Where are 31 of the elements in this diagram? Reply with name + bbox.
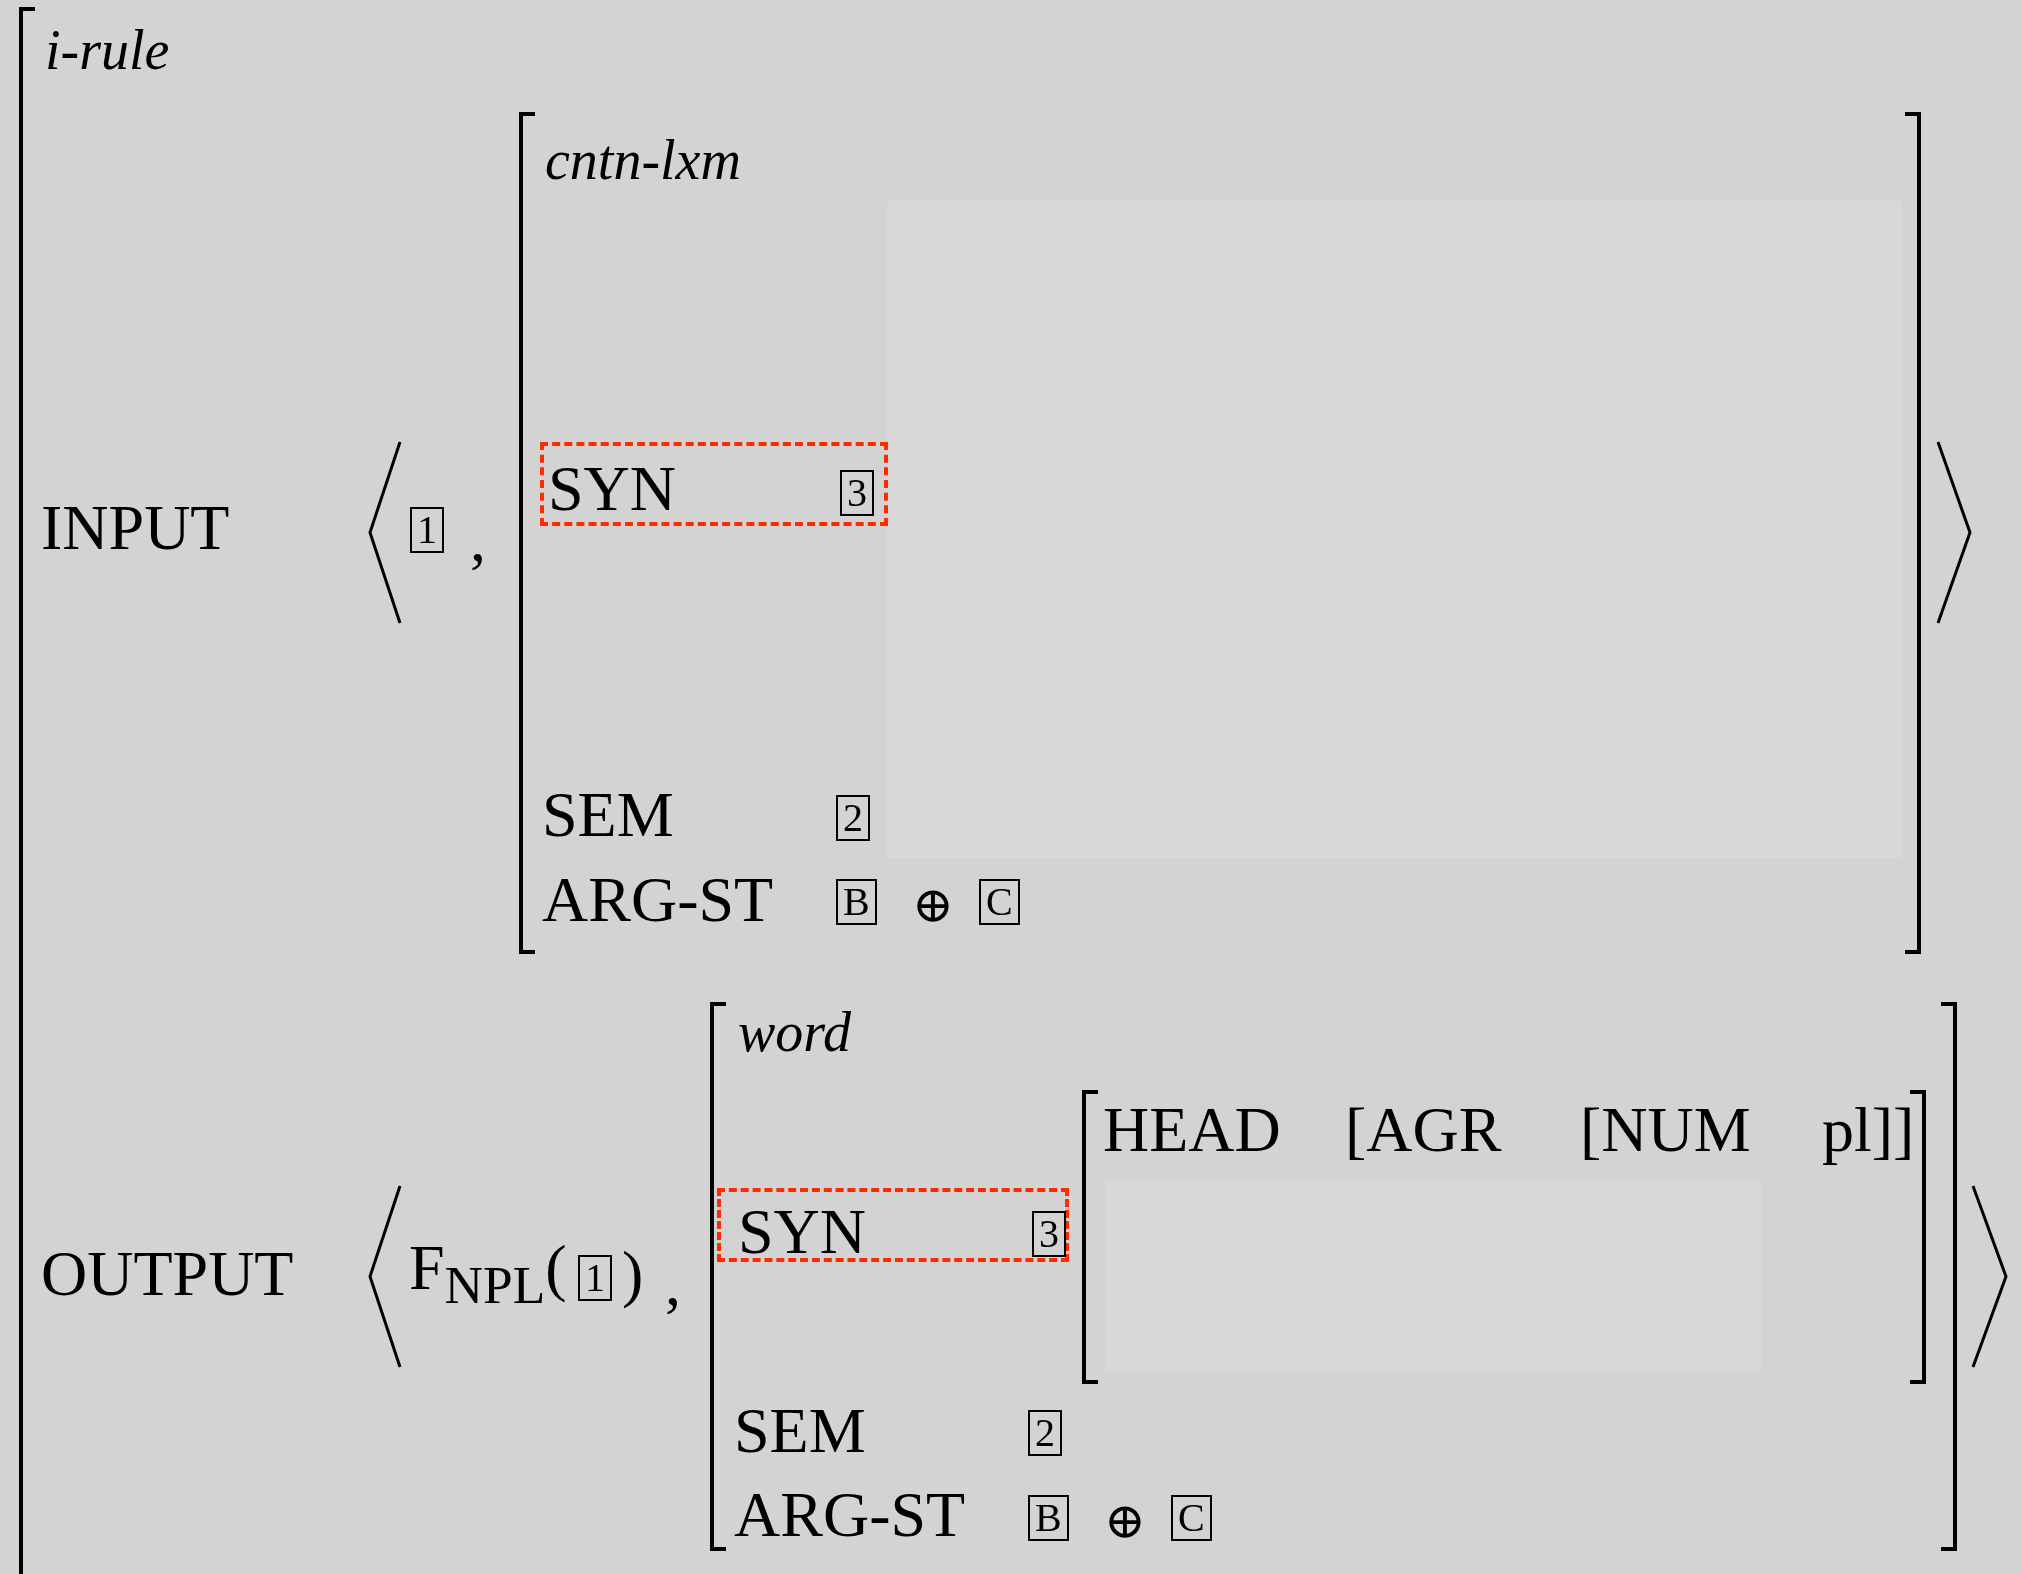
structure-tag: B xyxy=(836,879,877,925)
type-label: i-rule xyxy=(45,22,170,78)
feature-name: ARG-ST xyxy=(734,1483,966,1547)
feature-name: ARG-ST xyxy=(542,868,774,932)
feature-name: SYN xyxy=(738,1200,867,1264)
feature-name: HEAD xyxy=(1103,1098,1281,1162)
feature-name: SYN xyxy=(548,457,677,521)
comma: , xyxy=(470,508,486,572)
list-append-symbol: ⊕ xyxy=(1104,1496,1146,1546)
structure-tag: 2 xyxy=(1028,1410,1062,1456)
list-append-symbol: ⊕ xyxy=(912,880,954,930)
feature-name: SEM xyxy=(542,783,674,847)
structure-tag: 3 xyxy=(1032,1211,1066,1257)
feature-name: OUTPUT xyxy=(41,1242,294,1306)
feature-name: [AGR xyxy=(1345,1098,1502,1162)
structure-tag: C xyxy=(1171,1495,1212,1541)
structure-tag: 1 xyxy=(578,1255,612,1301)
structure-tag: 2 xyxy=(836,795,870,841)
comma: , xyxy=(665,1252,681,1316)
structure-tag: 1 xyxy=(410,507,444,553)
structure-tag: 3 xyxy=(840,470,874,516)
structure-tag: B xyxy=(1028,1495,1069,1541)
highlight-box xyxy=(540,442,888,526)
type-label: cntn-lxm xyxy=(545,132,741,188)
highlight-box xyxy=(717,1188,1069,1262)
structure-tag: C xyxy=(979,879,1020,925)
feature-name: SEM xyxy=(734,1399,866,1463)
feature-name: INPUT xyxy=(41,496,230,560)
type-label: word xyxy=(738,1004,852,1060)
feature-name: [NUM xyxy=(1580,1098,1751,1162)
function-name: F$_{NPL}$( xyxy=(409,1235,567,1313)
